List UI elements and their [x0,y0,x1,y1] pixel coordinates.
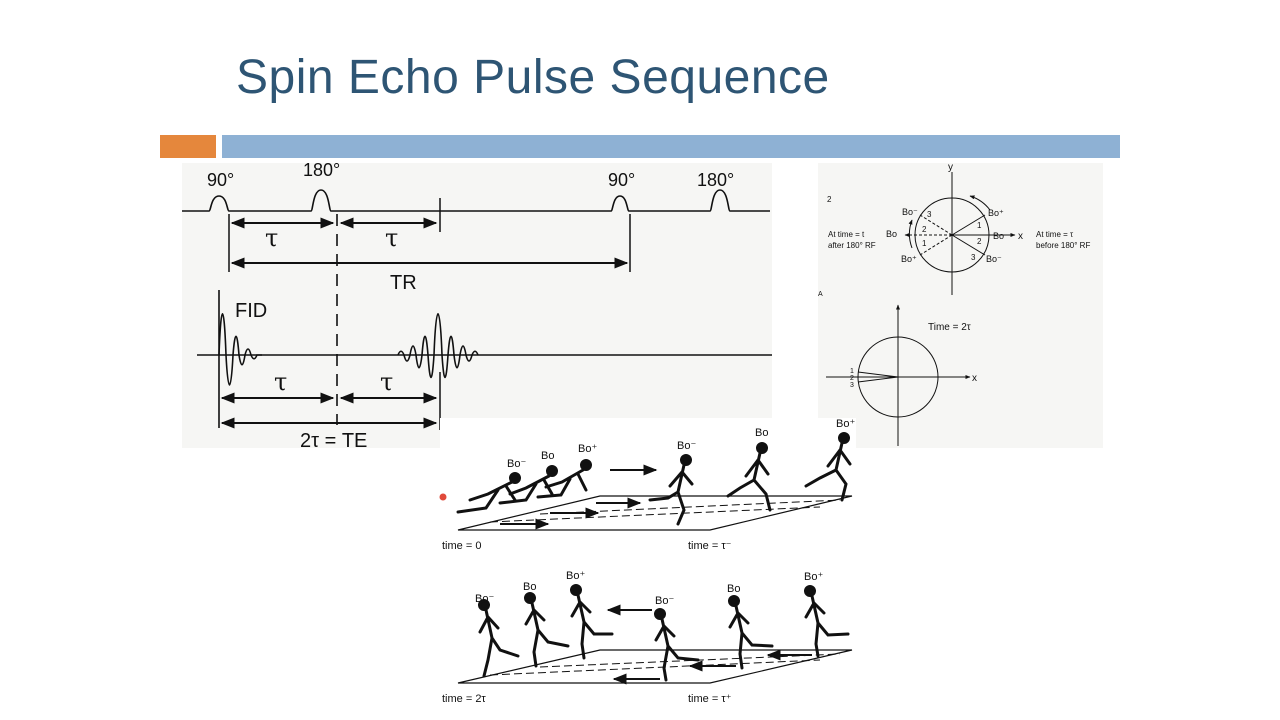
vector-diagram: 2 A y x Bo⁻ Bo⁺ Bo Bo Bo⁺ Bo⁻ 3 2 1 1 2 … [818,162,1103,448]
runner-top-label-1: Bo⁻ [507,458,526,470]
num-2-lower: 2 [850,375,854,382]
lower-time-label: Time = 2τ [928,322,971,333]
vec-1-upper [951,214,986,236]
tau-label-top-1: τ [265,224,278,252]
accent-bar-blue [222,135,1120,158]
pulse-label-90-1: 90° [207,170,234,190]
vec-3-left [919,214,953,236]
right-note-line2: before 180° RF [1036,241,1090,250]
runner-top-upright-1 [648,454,694,526]
runner-top-label-5: Bo [755,427,768,439]
runner-bottom-label-2: Bo [523,581,536,593]
tr-label: TR [390,272,417,294]
bo-center-left: Bo [886,229,897,239]
runner-top-label-6: Bo⁺ [836,418,855,430]
runner-bottom-2 [524,592,570,668]
runner-top-crouch-1 [456,472,521,514]
runner-top-label-4: Bo⁻ [677,440,696,452]
runner-bottom-6 [804,585,850,658]
time-label-tau-plus: time = τ⁺ [688,693,732,705]
num-2-r: 2 [977,237,982,246]
fid-label: FID [235,300,267,322]
vec-3-upper [951,234,986,256]
runner-top-upright-3 [804,432,852,502]
bo-minus-lr: Bo⁻ [986,254,1002,264]
vec-1-lower [857,371,899,378]
rotation-arrow-right [969,195,991,211]
num-2-l: 2 [922,225,927,234]
te-label: 2τ = TE [300,430,367,452]
rotation-arrow-left [908,219,913,249]
runner-bottom-label-3: Bo⁺ [566,570,585,582]
runner-top-upright-2 [726,442,772,512]
track-top [457,495,853,531]
num-3-lower: 3 [850,382,854,389]
time-label-0: time = 0 [442,540,481,552]
runner-top-crouch-3 [536,459,592,499]
lane-bottom-1 [489,659,821,676]
runner-bottom-4 [654,608,700,682]
runner-bottom-label-6: Bo⁺ [804,571,823,583]
runner-bottom-3 [570,584,614,660]
left-note-line2: after 180° RF [828,241,876,250]
tau-label-bottom-1: τ [274,368,287,396]
runner-top-label-3: Bo⁺ [578,443,597,455]
bo-plus-ur: Bo⁺ [988,208,1004,218]
accent-bar-orange [160,135,216,158]
vector-panel-bg [818,163,1103,448]
bo-center-right: Bo [993,231,1004,241]
time-label-tau-minus: time = τ⁻ [688,540,732,552]
fig-number: 2 [827,195,832,204]
right-note-line1: At time = τ [1036,230,1074,239]
bo-minus-ul: Bo⁻ [902,207,918,217]
runner-bottom-1 [478,599,520,678]
runners-illustration: Bo⁻ Bo Bo⁺ Bo⁻ Bo Bo⁺ time = 0 time = τ⁻ [439,418,856,706]
fig-letter: A [818,291,823,298]
vec-3-lower [857,376,899,383]
pointer-dot [439,493,447,501]
pulse-panel-bg [182,163,772,448]
runner-bottom-label-1: Bo⁻ [475,593,494,605]
vec-1-left [919,234,953,256]
num-1-lower: 1 [850,368,854,375]
pulse-label-180-2: 180° [697,170,734,190]
fid-signal [218,313,262,386]
y-axis-label: y [948,162,953,173]
slide-title: Spin Echo Pulse Sequence [236,51,830,104]
tau-label-top-2: τ [385,224,398,252]
runner-bottom-label-4: Bo⁻ [655,595,674,607]
bo-plus-ll: Bo⁺ [901,254,917,264]
num-3-ul: 3 [927,210,932,219]
num-1-ur: 1 [977,221,982,230]
x-axis-label-lower: x [972,373,977,384]
x-axis-label-upper: x [1018,231,1023,242]
num-3-lr: 3 [971,253,976,262]
runner-bottom-label-5: Bo [727,583,740,595]
pulse-label-90-2: 90° [608,170,635,190]
time-label-2tau: time = 2τ [442,693,486,705]
tau-label-bottom-2: τ [380,368,393,396]
runner-bottom-5 [728,595,774,670]
pulse-label-180-1: 180° [303,160,340,180]
runner-top-label-2: Bo [541,450,554,462]
echo-signal [397,313,479,379]
rf-line [182,189,770,212]
left-note-line1: At time = t [828,230,865,239]
num-1-ll: 1 [922,239,927,248]
pulse-sequence-diagram: 90° 180° 90° 180° τ τ TR FID τ τ [182,160,772,452]
